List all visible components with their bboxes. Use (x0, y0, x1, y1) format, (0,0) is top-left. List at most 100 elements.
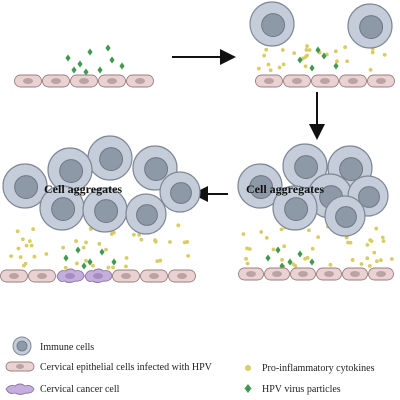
cytokine-dot (185, 240, 190, 244)
cancer-cell-icon (5, 383, 35, 395)
hpv-particle (77, 60, 83, 68)
cytokine-dot (369, 239, 374, 244)
epithelial-cell (98, 74, 126, 88)
cytokine-dot (74, 239, 79, 243)
epithelial-cell (28, 269, 56, 283)
hpv-particle (87, 48, 93, 56)
legend-label: HPV virus particles (262, 384, 341, 395)
epithelial-cell (140, 269, 168, 283)
epithelial-cell (290, 267, 316, 281)
epithelial-cell (264, 267, 290, 281)
cytokine-dot (155, 259, 160, 264)
epithelial-cell (112, 269, 140, 283)
legend: Immune cells Cervical epithelial cells i… (5, 336, 375, 395)
epithelial-cell (0, 269, 28, 283)
cytokine-dot (31, 227, 36, 232)
hpv-diamond-icon (244, 384, 252, 393)
cytokine-dot (158, 258, 163, 263)
cytokine-dot (367, 264, 372, 268)
cytokine-dot (18, 255, 23, 259)
epithelial-row (238, 267, 394, 281)
epithelial-cell (238, 267, 264, 281)
immune-cell (39, 185, 85, 231)
cytokine-dot (305, 53, 309, 58)
cytokine-dot (333, 49, 338, 54)
hpv-particle (119, 62, 125, 70)
cytokine-dot (304, 48, 309, 52)
cytokine-dot (20, 237, 25, 242)
immune-cell (272, 185, 318, 231)
cytokine-dot (281, 62, 286, 67)
cytokine-dot (271, 247, 276, 252)
cytokine-dot (316, 235, 321, 240)
cytokine-dot (256, 66, 261, 71)
cytokine-dot (168, 240, 172, 244)
cytokine-dot (16, 246, 21, 251)
cytokine-dot-icon (245, 365, 251, 371)
immune-cells (2, 135, 201, 235)
cytokine-dot (348, 240, 353, 245)
cytokine-dot (345, 59, 350, 64)
aggregate-label: Cell aggregates (44, 182, 122, 196)
epithelial-cell (368, 267, 394, 281)
cytokine-dot (292, 51, 297, 56)
epithelial-row (255, 74, 395, 88)
epithelial-cell (339, 74, 367, 88)
virus-particles (297, 46, 339, 72)
cytokine-dot (359, 262, 364, 266)
cytokine-dot (32, 254, 37, 259)
hpv-particle (81, 262, 87, 270)
epithelial-cell (283, 74, 311, 88)
cytokine-dot (379, 258, 383, 263)
panel-top-right (249, 1, 395, 88)
hpv-particle (297, 56, 303, 64)
legend-item-cancer: Cervical cancer cell (5, 383, 120, 395)
cytokine-dot (277, 65, 282, 70)
panel-bottom-right: Cell aggregates (237, 143, 394, 281)
epithelial-cell (367, 74, 395, 88)
cytokine-dot (259, 230, 264, 234)
cytokine-dot (382, 52, 387, 57)
hpv-particle (97, 66, 103, 74)
cytokine-dot (244, 256, 248, 261)
cytokine-dot (23, 261, 28, 266)
cytokine-dot (176, 223, 181, 228)
cytokine-dot (307, 48, 312, 52)
cytokine-dot (280, 257, 284, 262)
legend-label: Pro-inflammatory cytokines (262, 363, 375, 374)
hpv-particle (315, 46, 321, 54)
hpv-particle (99, 248, 105, 256)
immune-cell (47, 147, 93, 193)
cytokine-dot (368, 67, 373, 72)
cytokine-dot (112, 230, 116, 235)
immune-cell (125, 193, 167, 235)
cytokine-dot (15, 229, 20, 234)
cytokine-dot (370, 50, 375, 55)
hpv-particle (265, 254, 271, 262)
cytokine-dot (350, 258, 355, 262)
cytokine-dot (9, 254, 14, 259)
cytokine-dot (63, 265, 68, 270)
cytokine-dot (27, 239, 32, 244)
cytokine-dot (241, 232, 246, 236)
cytokine-dot (24, 243, 29, 248)
cytokine-dot (335, 59, 339, 64)
cytokine-dot (328, 262, 333, 267)
cytokine-dot (137, 232, 142, 237)
immune-cell (82, 187, 128, 233)
virus-particles (63, 246, 117, 270)
immune-cell (237, 163, 283, 209)
immune-cells (237, 143, 389, 237)
hpv-particle (87, 258, 93, 266)
epithelial-row (0, 268, 196, 283)
epithelial-cell (311, 74, 339, 88)
cytokine-dot (44, 252, 49, 256)
epithelial-cell (14, 74, 42, 88)
legend-item-virus: HPV virus particles (244, 384, 341, 395)
epithelial-row (14, 74, 154, 88)
hpv-particle (105, 44, 111, 52)
cytokines (241, 224, 394, 269)
cytokine-dot (310, 246, 315, 251)
epithelial-cell (168, 269, 196, 283)
